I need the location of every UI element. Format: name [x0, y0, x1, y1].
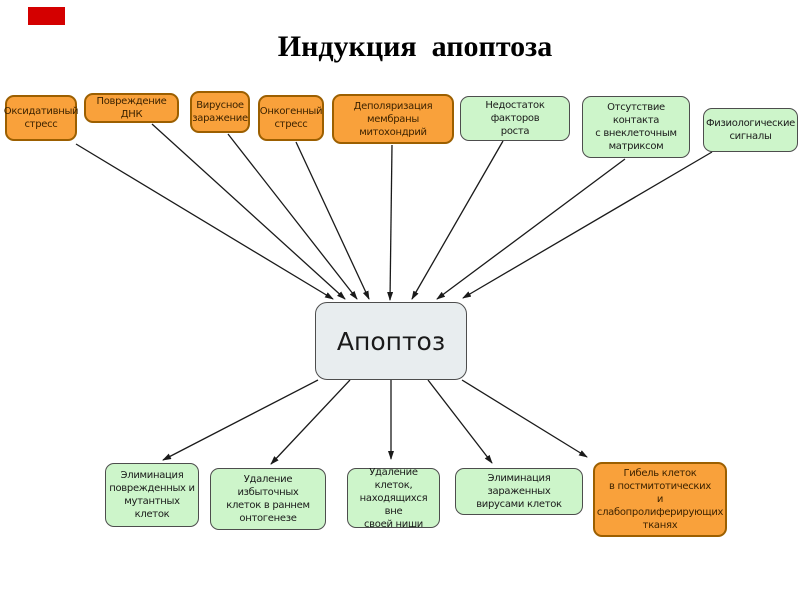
- slide-title: Индукция апоптоза: [277, 30, 553, 63]
- cause-label: Деполяризация мембраны митохондрий: [353, 100, 433, 138]
- cause-label: Недостаток факторов роста: [485, 100, 545, 137]
- cause-label: Вирусное заражение: [192, 100, 248, 124]
- outcome-label: Элиминация поврежденных и мутантных клет…: [109, 470, 195, 520]
- cause-box-oncogenic-stress: Онкогенный стресс: [258, 95, 324, 141]
- outcome-box-damaged-cell-elimination: Элиминация поврежденных и мутантных клет…: [105, 463, 199, 527]
- arrow-cause-7: [436, 158, 626, 300]
- cause-label: Отсутствие контакта с внеклеточным матри…: [595, 102, 677, 152]
- arrow-outcome-5: [461, 379, 588, 458]
- cause-label: Повреждение ДНК: [96, 96, 167, 120]
- arrow-cause-1: [75, 143, 334, 300]
- outcome-label: Удаление избыточных клеток в раннем онто…: [226, 474, 310, 524]
- arrow-cause-4: [295, 141, 370, 300]
- arrow-cause-5: [387, 144, 394, 301]
- outcome-label: Элиминация зараженных вирусами клеток: [476, 473, 562, 510]
- cause-box-mitochondrial-depolarization: Деполяризация мембраны митохондрий: [332, 94, 454, 144]
- arrow-outcome-4: [427, 379, 493, 464]
- outcome-label: Гибель клеток в постмитотических и слабо…: [596, 468, 724, 531]
- cause-box-dna-damage: Повреждение ДНК: [84, 93, 179, 123]
- arrow-cause-6: [411, 140, 504, 300]
- cause-box-oxidative-stress: Оксидативный стресс: [3, 95, 79, 141]
- arrow-cause-3: [227, 133, 358, 300]
- outcome-box-excess-cell-removal: Удаление избыточных клеток в раннем онто…: [210, 468, 326, 530]
- outcome-box-postmitotic-tissue-cell-death: Гибель клеток в постмитотических и слабо…: [593, 462, 727, 537]
- arrow-cause-8: [462, 151, 713, 299]
- outcome-box-virus-infected-cell-elimination: Элиминация зараженных вирусами клеток: [455, 468, 583, 515]
- cause-box-physiological-signals: Физиологические сигналы: [703, 108, 798, 152]
- cause-box-growth-factor-deficiency: Недостаток факторов роста: [460, 96, 570, 141]
- cause-box-viral-infection: Вирусное заражение: [190, 91, 250, 133]
- cause-label: Оксидативный стресс: [3, 106, 79, 130]
- cause-label: Физиологические сигналы: [705, 118, 796, 142]
- red-corner-marker: [28, 7, 65, 25]
- apoptosis-box: Апоптоз: [315, 302, 467, 380]
- apoptosis-label: Апоптоз: [336, 326, 446, 356]
- cause-box-ecm-contact-loss: Отсутствие контакта с внеклеточным матри…: [582, 96, 690, 158]
- cause-label: Онкогенный стресс: [259, 106, 323, 130]
- arrow-cause-2: [151, 123, 346, 300]
- arrow-outcome-1: [162, 379, 319, 461]
- arrow-outcome-2: [270, 379, 351, 465]
- outcome-box-niche-displaced-cell-removal: Удаление клеток, находящихся вне своей н…: [347, 466, 440, 530]
- outcome-label: Удаление клеток, находящихся вне своей н…: [359, 466, 428, 530]
